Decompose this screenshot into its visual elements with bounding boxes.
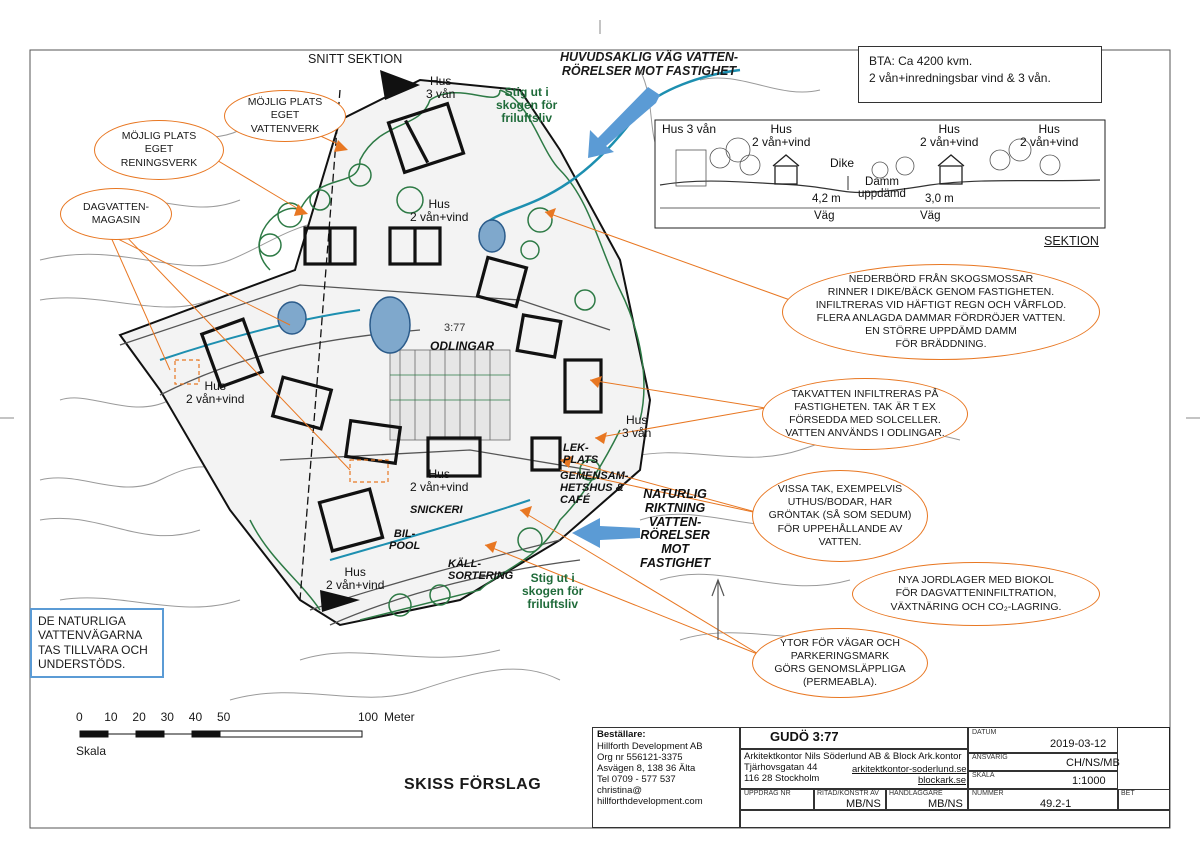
map-hus-mid: Hus 2 vån+vind [410,197,469,224]
tb-bet-label: BET [1121,790,1135,797]
bta-line-2: 2 vån+inredningsbar vind & 3 vån. [869,71,1051,86]
map-hus-top: Hus 3 vån [426,74,456,101]
tb-datum: 2019-03-12 [1050,738,1107,750]
tb-nummer-cell [968,789,1118,810]
tb-ansvarig: CH/NS/MB [1066,757,1120,769]
tb-uppdrag-cell [740,789,814,810]
tb-client-cell [592,727,740,828]
lekplats-label: LEK- PLATS [563,442,599,467]
section-dike: Dike [830,156,855,170]
tb-ansvarig-cell [968,753,1118,771]
bubble-takvatten: TAKVATTEN INFILTRERAS PÅ FASTIGHETEN. TA… [762,378,968,450]
bta-box: BTA: Ca 4200 kvm. 2 vån+inredningsbar vi… [858,46,1102,103]
scale-tick-40: 40 [188,710,203,724]
bilpool-label: BIL- POOL [389,528,421,553]
bubble-dagvatten: DAGVATTEN- MAGASIN [60,188,172,240]
tb-handl-label: HANDLÄGGARE [889,790,943,797]
bubble-jordlager: NYA JORDLAGER MED BIOKOL FÖR DAGVATTENIN… [852,562,1100,626]
stig-bottom-label: Stig ut i skogen för friluftsliv [522,571,584,612]
tb-uppdrag-label: UPPDRAG NR [744,790,791,797]
section-cut-line [299,89,341,601]
natural-waterways-note: DE NATURLIGA VATTENVÄGARNA TAS TILLVARA … [30,608,164,678]
tb-nummer-label: NUMMER [972,790,1004,797]
kallsortering-label: KÄLL- SORTERING [448,558,514,583]
green-trees [249,89,645,621]
map-hus-center: Hus 2 vån+vind [410,467,469,494]
orange-dashed-areas [174,359,389,483]
bubble-reningsverk: MÖJLIG PLATS EGET RENINGSVERK [94,120,224,180]
tb-web-2[interactable]: blockark.se [918,775,967,786]
stig-top-label: Stig ut i skogen för friluftsliv [496,85,558,126]
leader-arrowheads [294,140,607,553]
scale-tick-30: 30 [160,710,174,724]
bubble-grontak: VISSA TAK, EXEMPELVIS UTHUS/BODAR, HAR G… [752,470,928,562]
snitt-sektion-label: SNITT SEKTION [308,52,403,66]
section-dim-1: 4,2 m [812,193,841,205]
tb-office-cell [740,749,968,789]
map-hus-bottom: Hus 2 vån+vind [326,565,385,592]
section-damm: Damm uppdämd [858,176,906,201]
section-label-hus-b: Hus 2 vån+vind [920,122,979,149]
odlingar-label: ODLINGAR [430,339,494,353]
tb-client: Hillforth Development AB Org nr 556121-3… [597,741,703,807]
bubble-vattenverk: MÖJLIG PLATS EGET VATTENVERK [224,90,346,142]
tb-handl: MB/NS [928,798,963,810]
tb-client-label: Beställare: [597,729,646,740]
section-dim-2: 3,0 m [925,193,954,205]
bubble-ytor: YTOR FÖR VÄGAR OCH PARKERINGSMARK GÖRS G… [752,628,928,698]
drawing-title: SKISS FÖRSLAG [404,776,542,793]
buildings [199,101,603,553]
tb-skala: 1:1000 [1072,775,1106,787]
tb-web-1[interactable]: arkitektkontor-soderlund.se [852,764,967,775]
blue-arrow-top [588,87,660,158]
bubble-nederbord: NEDERBÖRD FRÅN SKOGSMOSSAR RINNER I DIKE… [782,264,1100,360]
tb-bet-cell [1118,789,1170,810]
bta-line-1: BTA: Ca 4200 kvm. [869,54,973,68]
section-label-hus-a: Hus 2 vån+vind [752,122,811,149]
tb-nummer: 49.2-1 [1040,798,1072,810]
scale-tick-100: 100 [358,710,379,724]
cultivation-area [389,349,511,441]
section-vag-2: Väg [920,210,941,222]
naturlig-riktning-label: NATURLIG RIKTNING VATTEN- RÖRELSER MOT F… [640,487,711,570]
tb-datum-cell [968,727,1118,753]
water-main-direction-label: HUVUDSAKLIG VÄG VATTEN- RÖRELSER MOT FAS… [560,50,739,79]
map-hus-left: Hus 2 vån+vind [186,379,245,406]
section-arrow-top [380,70,420,100]
section-drawing [654,119,1106,229]
gemensam-label: GEMENSAM- HETSHUS & CAFÉ [560,470,629,507]
section-arrow-bottom [320,590,360,612]
scale-tick-50: 50 [217,710,231,724]
tb-project-cell [740,727,968,749]
scale-tick-20: 20 [132,710,146,724]
tb-ansvarig-label: ANSVARIG [972,754,1008,761]
tb-ritad: MB/NS [846,798,881,810]
tb-project: GUDÖ 3:77 [770,729,839,744]
scale-unit: Meter [384,710,415,724]
tb-skala-cell [968,771,1118,789]
tb-ritad-cell [814,789,886,810]
water-features [159,68,741,561]
tb-ritad-label: RITAD/KONSTR AV [817,790,879,797]
section-label-hus-c: Hus 2 vån+vind [1020,122,1079,149]
section-vag-1: Väg [814,210,835,222]
tb-skala-label: SKALA [972,772,995,779]
tb-bottom-strip [740,810,1170,828]
scale-label: Skala [76,744,107,758]
north-arrow [711,578,725,640]
plot-id-label: 3:77 [444,322,466,334]
blue-arrow-bottom [572,518,640,548]
scale-tick-0: 0 [76,710,83,724]
tb-office: Arkitektkontor Nils Söderlund AB & Block… [744,751,962,784]
tb-datum-label: DATUM [972,729,997,736]
drawing-frame [29,49,1171,829]
tb-handl-cell [886,789,968,810]
section-label-hus-3: Hus 3 vån [662,122,717,136]
scale-bar [79,730,363,738]
map-hus-right: Hus 3 vån [622,413,652,440]
scale-tick-10: 10 [104,710,118,724]
snickeri-label: SNICKERI [410,504,463,516]
section-title: SEKTION [1044,234,1099,248]
